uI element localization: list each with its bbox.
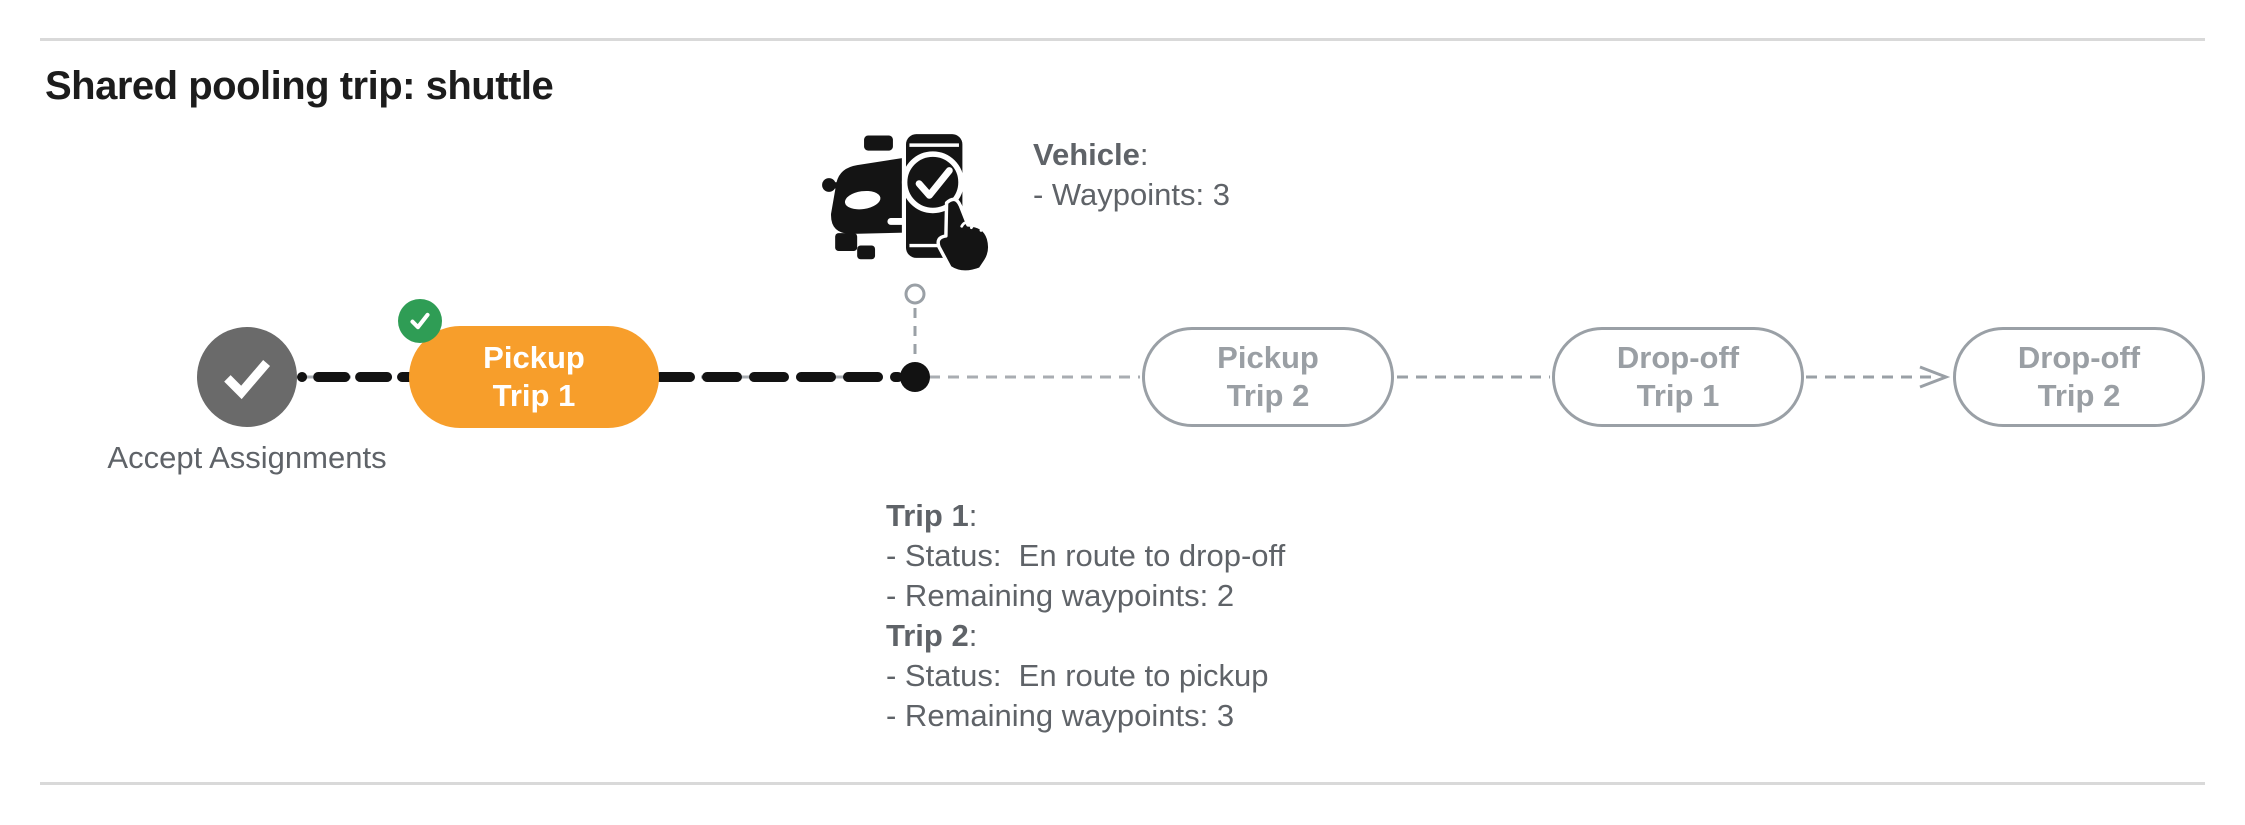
car-with-phone-check-icon [822, 130, 992, 271]
accept-assignments-label: Accept Assignments [107, 440, 387, 475]
node-dropoff-trip-1: Drop-off Trip 1 [1552, 327, 1804, 427]
top-divider [40, 38, 2205, 41]
trip1-title: Trip 1: [886, 498, 978, 533]
vehicle-waypoints: - Waypoints: 3 [1033, 177, 1230, 212]
vehicle-info-panel: Vehicle: - Waypoints: 3 [1033, 135, 1230, 215]
node-accept-assignments [197, 327, 297, 427]
page-title: Shared pooling trip: shuttle [45, 64, 554, 108]
node-pickup-trip-2: Pickup Trip 2 [1142, 327, 1394, 427]
check-icon [224, 360, 271, 400]
trip2-title: Trip 2: [886, 618, 978, 653]
trip-status-panel: Trip 1: - Status: En route to drop-off -… [886, 496, 1285, 736]
arrow-right-icon [1919, 365, 1951, 389]
node-dropoff-trip-2: Drop-off Trip 2 [1953, 327, 2205, 427]
trip2-status: - Status: En route to pickup [886, 658, 1269, 693]
check-icon [410, 312, 430, 330]
current-position-dot [900, 362, 930, 392]
trip2-remaining-waypoints: - Remaining waypoints: 3 [886, 698, 1235, 733]
check-badge-icon [398, 299, 442, 343]
vehicle-info-title: Vehicle: [1033, 137, 1149, 172]
vehicle-anchor-circle [904, 283, 926, 305]
trip1-remaining-waypoints: - Remaining waypoints: 2 [886, 578, 1235, 613]
bottom-divider [40, 782, 2205, 785]
node-pickup-trip-1: Pickup Trip 1 [409, 326, 659, 428]
trip1-status: - Status: En route to drop-off [886, 538, 1286, 573]
